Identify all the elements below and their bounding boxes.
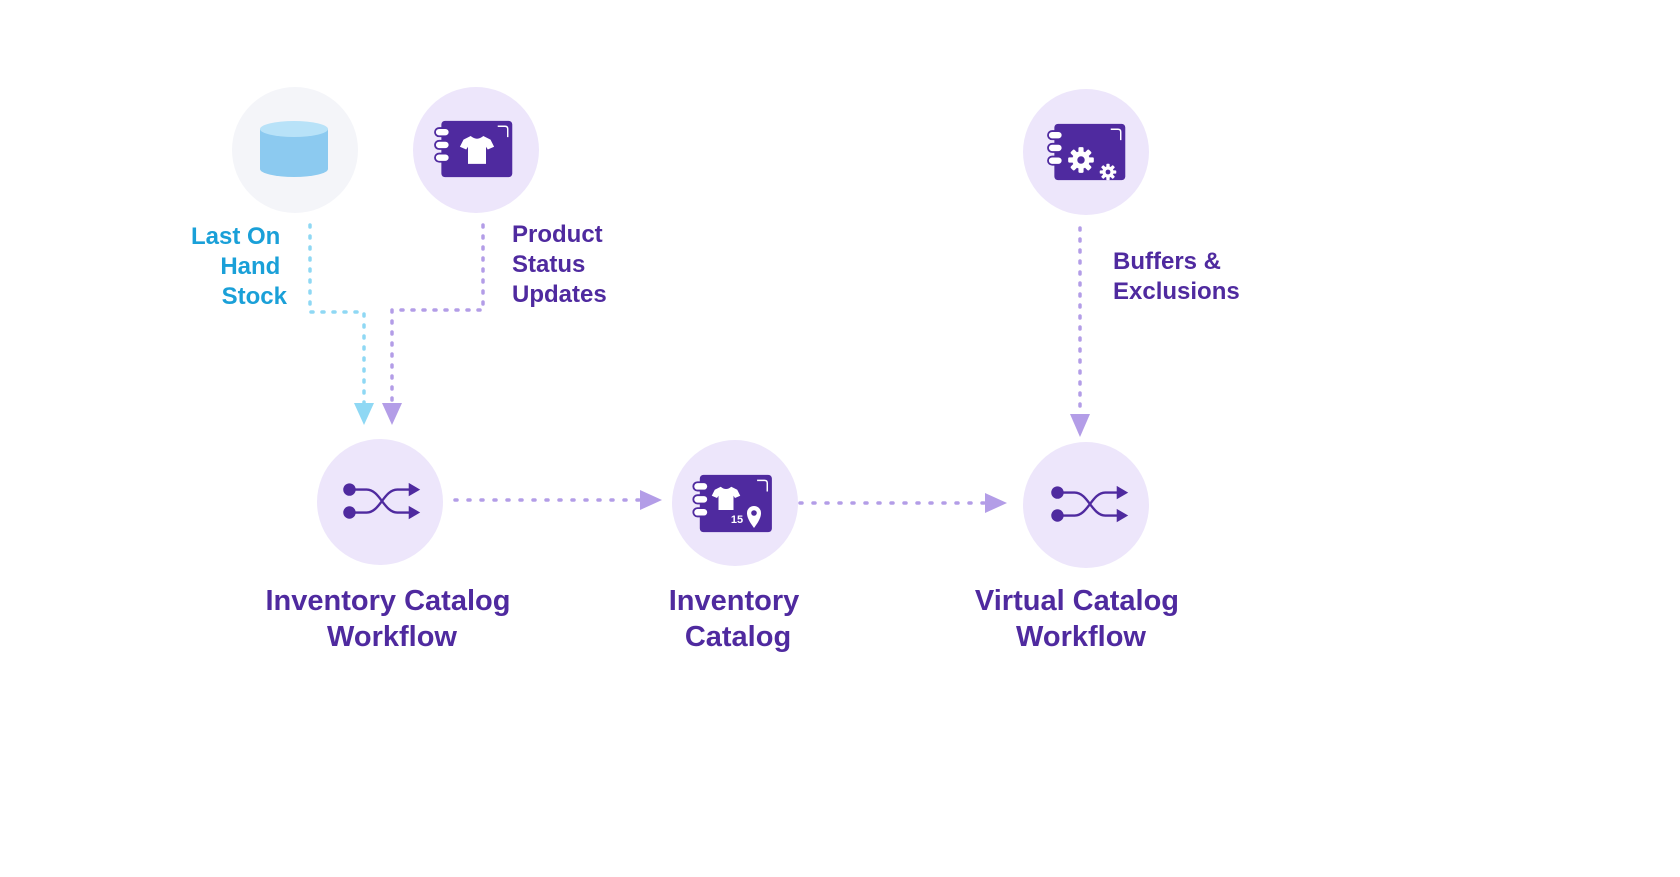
node-label-inventory-catalog-workflow: Inventory Catalog Workflow [266,585,519,653]
source-buffers-exclusions: Buffers & Exclusions [1023,89,1240,305]
catalog-badge: 15 [731,514,743,526]
connector-workflow-to-catalog [453,490,662,510]
source-product-status-updates: Product Status Updates [413,87,609,308]
tshirt-location-catalog-icon: 15 [692,473,773,534]
label-line: Last On [191,223,280,250]
tshirt-catalog-icon [434,119,514,179]
source-label-product-status-updates: Product Status Updates [512,221,609,308]
node-label-inventory-catalog: Inventory Catalog [669,585,808,653]
label-line: Virtual Catalog [975,585,1179,617]
node-virtual-catalog-workflow: Virtual Catalog Workflow [975,442,1187,653]
label-line: Updates [512,281,607,308]
label-line: Product [512,221,603,248]
node-circle [1023,442,1149,568]
database-icon [260,121,328,177]
label-line: Workflow [327,621,457,653]
label-line: Catalog [685,621,791,653]
label-line: Workflow [1016,621,1146,653]
connector-buffers-exclusions [1070,226,1090,437]
node-inventory-catalog-workflow: Inventory Catalog Workflow [266,439,519,653]
arrowhead-icon [382,403,402,425]
connector-catalog-to-virtual-workflow [798,493,1007,513]
label-line: Exclusions [1113,278,1240,305]
node-inventory-catalog: 15 Inventory Catalog [669,440,808,653]
label-line: Inventory Catalog [266,585,511,617]
label-line: Status [512,251,585,278]
connector-product-status-updates [382,223,485,425]
label-line: Stock [222,283,288,310]
settings-gears-icon [1047,122,1127,182]
source-last-on-hand-stock: Last On Hand Stock [191,87,358,310]
label-line: Buffers & [1113,248,1221,275]
arrowhead-icon [1070,414,1090,437]
arrowhead-icon [354,403,374,425]
source-label-last-on-hand-stock: Last On Hand Stock [191,223,288,310]
label-line: Hand [220,253,280,280]
location-pin-icon [747,506,761,528]
arrowhead-icon [985,493,1007,513]
source-label-buffers-exclusions: Buffers & Exclusions [1113,248,1240,305]
node-label-virtual-catalog-workflow: Virtual Catalog Workflow [975,585,1187,653]
label-line: Inventory [669,585,800,617]
connector-last-on-hand-stock [308,223,374,425]
arrowhead-icon [640,490,662,510]
